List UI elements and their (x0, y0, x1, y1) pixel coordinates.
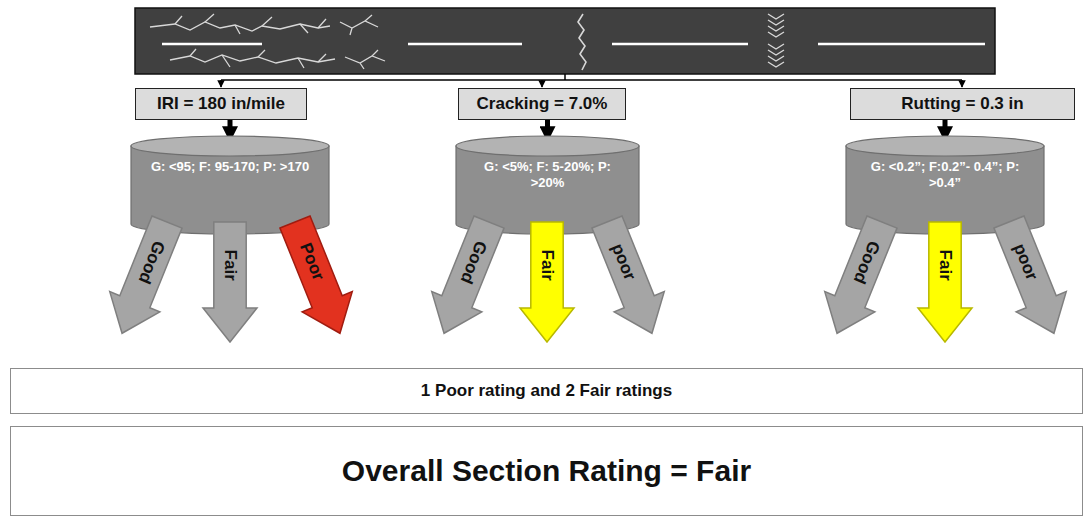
lane-line (612, 43, 748, 46)
rating-arrow: Good (812, 212, 907, 343)
arrow-shape (203, 222, 257, 342)
rut-mark (768, 32, 784, 37)
rating-arrow: Fair (203, 222, 257, 342)
connector-line (541, 80, 543, 87)
rut-mark (768, 44, 784, 49)
measure-text: Cracking = 7.0% (477, 94, 608, 114)
cylinder-top (456, 136, 639, 156)
rating-label: Fair (220, 249, 240, 280)
measure-text: Rutting = 0.3 in (901, 94, 1023, 114)
connector-line (961, 80, 963, 87)
rating-arrow: Good (419, 212, 514, 343)
summary-text: 1 Poor rating and 2 Fair ratings (421, 381, 672, 401)
measure-box: Rutting = 0.3 in (850, 88, 1075, 120)
connector-line (220, 80, 222, 87)
cylinder-top (846, 136, 1044, 156)
arrow-shape (918, 222, 972, 342)
rut-mark (768, 56, 784, 61)
pavement-surface (135, 8, 995, 74)
fatigue-cracks (150, 14, 586, 70)
rut-mark (768, 62, 784, 67)
rut-mark (768, 14, 784, 19)
summary-box: Overall Section Rating = Fair (10, 426, 1083, 516)
measure-text: IRI = 180 in/mile (157, 94, 285, 114)
rating-arrow: poor (984, 212, 1079, 343)
threshold-text: G: <95; F: 95-170; P: >170 (142, 159, 318, 175)
crack (190, 49, 326, 68)
rating-label: Fair (935, 249, 955, 280)
transverse-crack (578, 14, 586, 70)
threshold-text: G: <0.2”; F:0.2”- 0.4”; P: >0.4” (857, 159, 1033, 190)
crack (175, 14, 326, 34)
rating-arrow: poor (582, 212, 677, 343)
summary-text: Overall Section Rating = Fair (342, 453, 751, 489)
crack (340, 15, 378, 35)
crack (170, 55, 335, 63)
connector-line (221, 79, 962, 81)
connector-line (564, 74, 566, 80)
split-connector (221, 74, 962, 87)
lane-line (162, 43, 262, 46)
rating-label: Fair (537, 249, 557, 280)
measure-box: Cracking = 7.0% (458, 88, 626, 120)
arrow-body (97, 212, 192, 343)
rating-arrow: Fair (520, 222, 574, 342)
lane-markings (162, 43, 985, 46)
arrow-body (203, 222, 257, 342)
summary-box: 1 Poor rating and 2 Fair ratings (10, 368, 1083, 414)
crack (345, 50, 385, 69)
cylinder-top (131, 136, 329, 156)
arrow-body (812, 212, 907, 343)
rating-arrow: Good (97, 212, 192, 343)
rutting-marks (768, 14, 784, 67)
arrow-body (270, 212, 365, 343)
arrow-body (918, 222, 972, 342)
arrow-body (582, 212, 677, 343)
rating-arrow: Poor (270, 212, 365, 343)
arrow-body (520, 222, 574, 342)
lane-line (408, 43, 522, 46)
arrow-body (419, 212, 514, 343)
arrow-body (984, 212, 1079, 343)
rut-mark (768, 26, 784, 31)
threshold-text: G: <5%; F: 5-20%; P: >20% (467, 159, 628, 190)
lane-line (818, 43, 985, 46)
arrow-shape (520, 222, 574, 342)
rating-arrow: Fair (918, 222, 972, 342)
measure-box: IRI = 180 in/mile (135, 88, 307, 120)
rut-mark (768, 50, 784, 55)
rut-mark (768, 20, 784, 25)
